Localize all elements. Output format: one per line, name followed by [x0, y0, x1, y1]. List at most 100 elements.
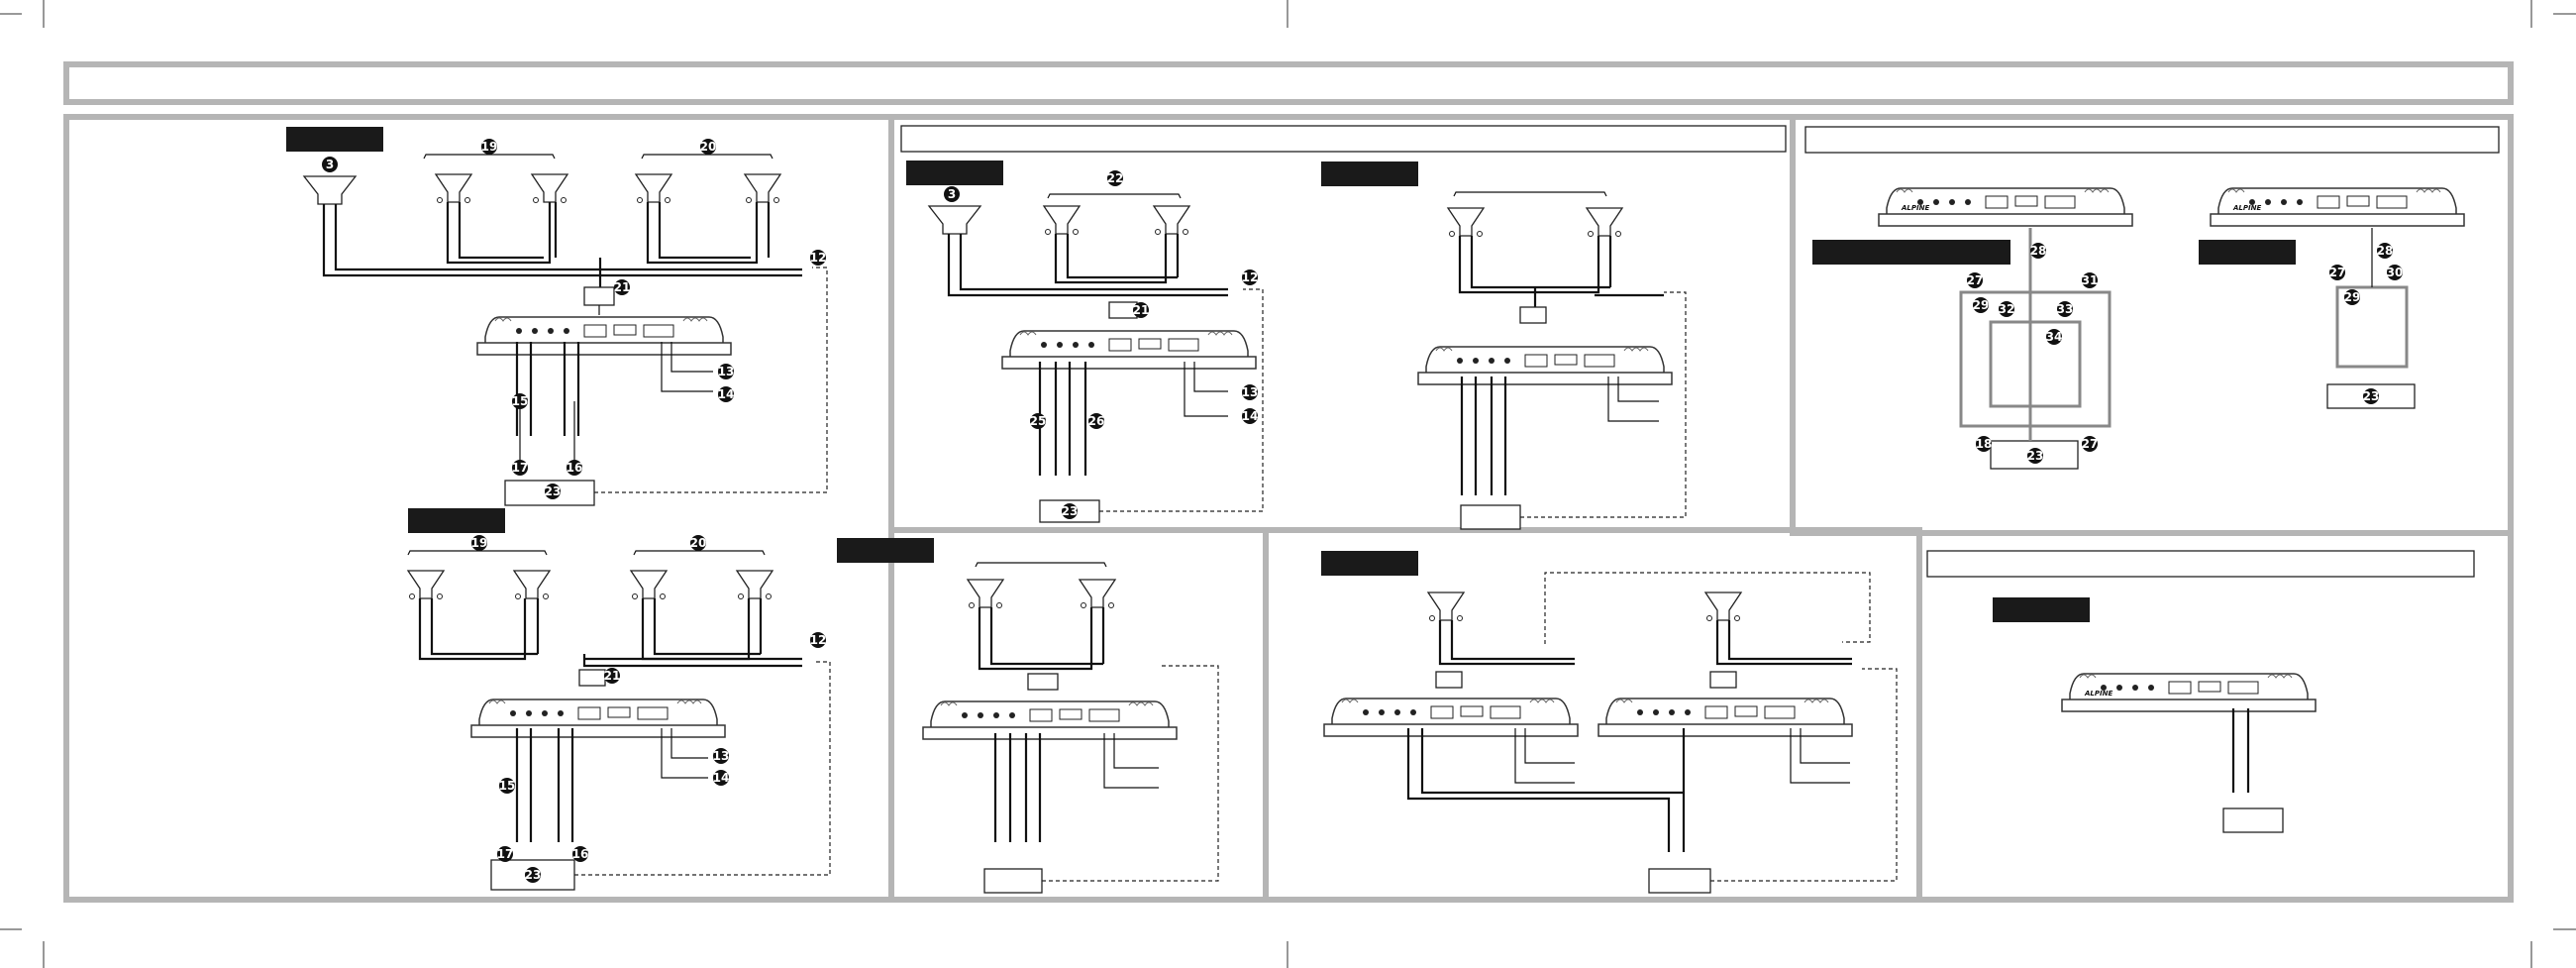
callout: 23 — [525, 867, 542, 883]
svg-text:3: 3 — [326, 158, 334, 171]
svg-text:20: 20 — [690, 536, 707, 550]
callout: 29 — [1973, 297, 1990, 313]
callout: 21 — [614, 279, 631, 295]
svg-text:14: 14 — [713, 771, 730, 785]
callout: 21 — [1133, 302, 1150, 318]
diagram-panel1-bottom — [407, 550, 831, 891]
svg-text:23: 23 — [2027, 449, 2044, 463]
svg-text:27: 27 — [2082, 437, 2099, 451]
callout: 26 — [1088, 413, 1105, 429]
diagram-panel6: ALPINE — [2061, 673, 2317, 833]
svg-text:27: 27 — [1967, 273, 1984, 287]
svg-text:13: 13 — [718, 365, 735, 378]
svg-text:21: 21 — [614, 280, 631, 294]
svg-text:16: 16 — [572, 847, 589, 861]
svg-text:13: 13 — [713, 749, 730, 763]
svg-text:29: 29 — [2344, 290, 2361, 304]
svg-text:21: 21 — [1133, 303, 1150, 317]
callout: 13 — [718, 364, 735, 379]
section-header-4 — [1804, 126, 2500, 154]
svg-text:17: 17 — [512, 461, 529, 475]
svg-text:23: 23 — [2363, 389, 2380, 403]
callout: 3 — [944, 186, 960, 202]
callout: 28 — [2377, 243, 2394, 259]
callout: 14 — [713, 770, 730, 786]
svg-text:31: 31 — [2082, 273, 2099, 287]
svg-text:19: 19 — [471, 536, 488, 550]
callout: 27 — [2082, 436, 2099, 452]
diagram-panel2-right — [1417, 191, 1687, 530]
title-banner — [63, 61, 2514, 105]
diagram-panel5: ALPINE ALPINE — [1878, 187, 2465, 470]
callout: 19 — [481, 139, 498, 155]
section-header-2 — [900, 125, 1787, 153]
diagram-panel2-left — [928, 193, 1264, 523]
callout: 17 — [497, 846, 513, 862]
callout: 28 — [2030, 243, 2047, 259]
svg-text:12: 12 — [1242, 270, 1259, 284]
panel-borders — [63, 114, 2514, 903]
brand-mark-2: ALPINE — [2232, 204, 2261, 212]
callout: 30 — [2387, 265, 2404, 280]
svg-text:14: 14 — [1242, 409, 1259, 423]
svg-text:28: 28 — [2030, 244, 2047, 258]
svg-text:20: 20 — [700, 140, 717, 154]
callout: 15 — [512, 393, 529, 409]
callout: 23 — [2363, 388, 2380, 404]
svg-text:15: 15 — [512, 394, 529, 408]
svg-text:13: 13 — [1242, 385, 1259, 399]
callout: 22 — [1107, 170, 1124, 186]
svg-text:33: 33 — [2057, 302, 2074, 316]
svg-text:3: 3 — [948, 187, 956, 201]
svg-text:28: 28 — [2377, 244, 2394, 258]
brand-mark-3: ALPINE — [2084, 690, 2112, 698]
svg-text:21: 21 — [604, 669, 621, 683]
callout: 14 — [718, 386, 735, 402]
callout: 27 — [2329, 265, 2346, 280]
callout: 12 — [810, 250, 826, 266]
svg-text:14: 14 — [718, 387, 735, 401]
diagram-panel4 — [1323, 572, 1898, 894]
callout: 12 — [810, 632, 826, 648]
svg-text:22: 22 — [1107, 171, 1124, 185]
callout: 13 — [713, 748, 730, 764]
callout: 20 — [700, 139, 717, 155]
label-bars — [286, 127, 2296, 622]
brand-mark-1: ALPINE — [1901, 204, 1929, 212]
diagram-panel3 — [922, 562, 1219, 894]
svg-text:23: 23 — [1062, 504, 1079, 518]
svg-text:15: 15 — [499, 779, 516, 793]
svg-text:29: 29 — [1973, 298, 1990, 312]
svg-text:26: 26 — [1088, 414, 1105, 428]
callout: 23 — [2027, 448, 2044, 464]
svg-text:25: 25 — [1030, 414, 1047, 428]
callout: 15 — [499, 778, 516, 794]
svg-text:18: 18 — [1976, 437, 1993, 451]
callout: 23 — [1062, 503, 1079, 519]
callout: 33 — [2057, 301, 2074, 317]
svg-text:19: 19 — [481, 140, 498, 154]
callout: 23 — [545, 484, 561, 499]
svg-text:30: 30 — [2387, 266, 2404, 279]
callout: 20 — [690, 535, 707, 551]
svg-text:34: 34 — [2046, 330, 2063, 344]
svg-text:23: 23 — [525, 868, 542, 882]
callout: 32 — [1999, 301, 2015, 317]
callout-numbers: 3 19 20 12 21 13 14 15 16 17 23 19 20 12… — [322, 139, 2403, 883]
callout: 31 — [2082, 272, 2099, 288]
svg-text:16: 16 — [567, 461, 583, 475]
svg-text:27: 27 — [2329, 266, 2346, 279]
section-header-6 — [1926, 550, 2475, 578]
callout: 12 — [1242, 269, 1259, 285]
svg-text:32: 32 — [1999, 302, 2015, 316]
callout: 25 — [1030, 413, 1047, 429]
callout: 14 — [1242, 408, 1259, 424]
callout: 34 — [2046, 329, 2063, 345]
callout: 19 — [471, 535, 488, 551]
callout: 29 — [2344, 289, 2361, 305]
callout: 18 — [1976, 436, 1993, 452]
diagram-panel1-top — [303, 154, 828, 506]
callout: 21 — [604, 668, 621, 684]
